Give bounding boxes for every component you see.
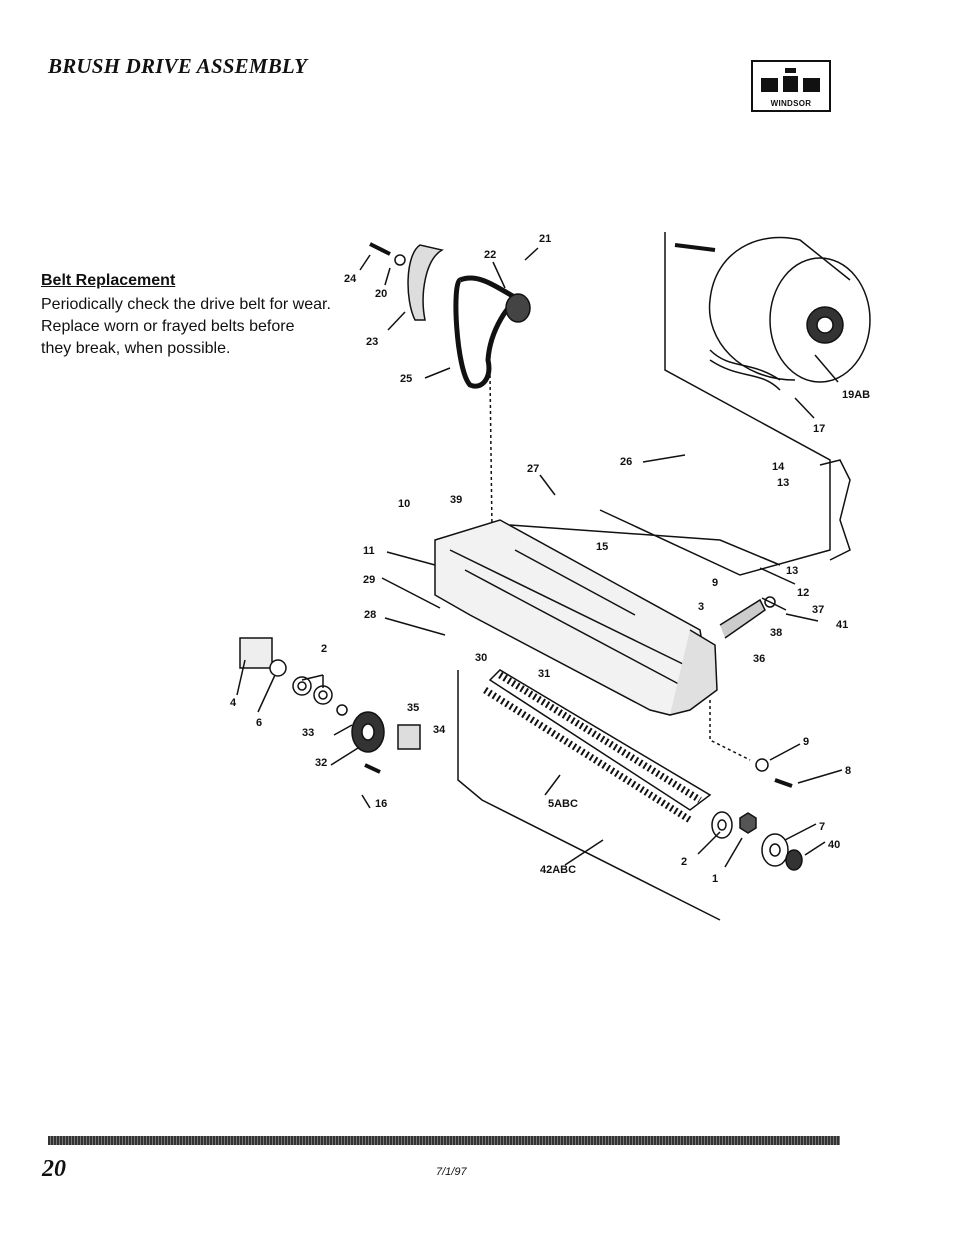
belt-guard bbox=[408, 245, 442, 320]
callout-13a: 13 bbox=[777, 477, 789, 489]
callout-33: 33 bbox=[302, 727, 314, 739]
callout-19ab: 19AB bbox=[842, 389, 870, 401]
callout-29: 29 bbox=[363, 574, 375, 586]
callout-5abc: 5ABC bbox=[548, 798, 578, 810]
callout-37: 37 bbox=[812, 604, 824, 616]
callout-4: 4 bbox=[230, 697, 237, 709]
callout-15: 15 bbox=[596, 541, 608, 553]
callout-2b: 2 bbox=[681, 856, 687, 868]
callout-39: 39 bbox=[450, 494, 462, 506]
windsor-logo: WINDSOR bbox=[751, 60, 831, 112]
logo-text: WINDSOR bbox=[753, 99, 829, 108]
callout-40: 40 bbox=[828, 839, 840, 851]
page-number: 20 bbox=[42, 1156, 66, 1183]
callout-36: 36 bbox=[753, 653, 765, 665]
callout-22: 22 bbox=[484, 249, 496, 261]
callout-23: 23 bbox=[366, 336, 378, 348]
callout-27: 27 bbox=[527, 463, 539, 475]
callout-42abc: 42ABC bbox=[540, 864, 576, 876]
callout-25: 25 bbox=[400, 373, 412, 385]
callout-9a: 9 bbox=[712, 577, 718, 589]
callout-32: 32 bbox=[315, 757, 327, 769]
callout-28: 28 bbox=[364, 609, 376, 621]
windsor-logo-mark bbox=[753, 64, 829, 98]
callout-17: 17 bbox=[813, 423, 825, 435]
exploded-parts-diagram: 21 22 24 20 23 25 19AB 17 26 27 14 13 10… bbox=[220, 220, 900, 940]
callout-21: 21 bbox=[539, 233, 551, 245]
callout-41: 41 bbox=[836, 619, 848, 631]
callout-8: 8 bbox=[845, 765, 851, 777]
callout-3: 3 bbox=[698, 601, 704, 613]
footer-rule bbox=[48, 1136, 840, 1145]
callout-7: 7 bbox=[819, 821, 825, 833]
callout-9b: 9 bbox=[803, 736, 809, 748]
callout-31: 31 bbox=[538, 668, 550, 680]
callout-20: 20 bbox=[375, 288, 387, 300]
callout-30: 30 bbox=[475, 652, 487, 664]
callout-2a: 2 bbox=[321, 643, 327, 655]
callout-34: 34 bbox=[433, 724, 446, 736]
callout-12: 12 bbox=[797, 587, 809, 599]
callout-38: 38 bbox=[770, 627, 782, 639]
callout-14: 14 bbox=[772, 461, 785, 473]
callout-13b: 13 bbox=[786, 565, 798, 577]
page-title: BRUSH DRIVE ASSEMBLY bbox=[48, 54, 307, 79]
callout-24: 24 bbox=[344, 273, 357, 285]
revision-date: 7/1/97 bbox=[436, 1166, 467, 1178]
callout-1: 1 bbox=[712, 873, 718, 885]
callout-35: 35 bbox=[407, 702, 419, 714]
brush-housing bbox=[435, 520, 708, 715]
callout-10: 10 bbox=[398, 498, 410, 510]
callout-16: 16 bbox=[375, 798, 387, 810]
callout-26: 26 bbox=[620, 456, 632, 468]
callout-11: 11 bbox=[363, 545, 375, 557]
motor-pulley bbox=[506, 294, 530, 322]
belt-replacement-heading: Belt Replacement bbox=[41, 272, 175, 290]
callout-6: 6 bbox=[256, 717, 262, 729]
